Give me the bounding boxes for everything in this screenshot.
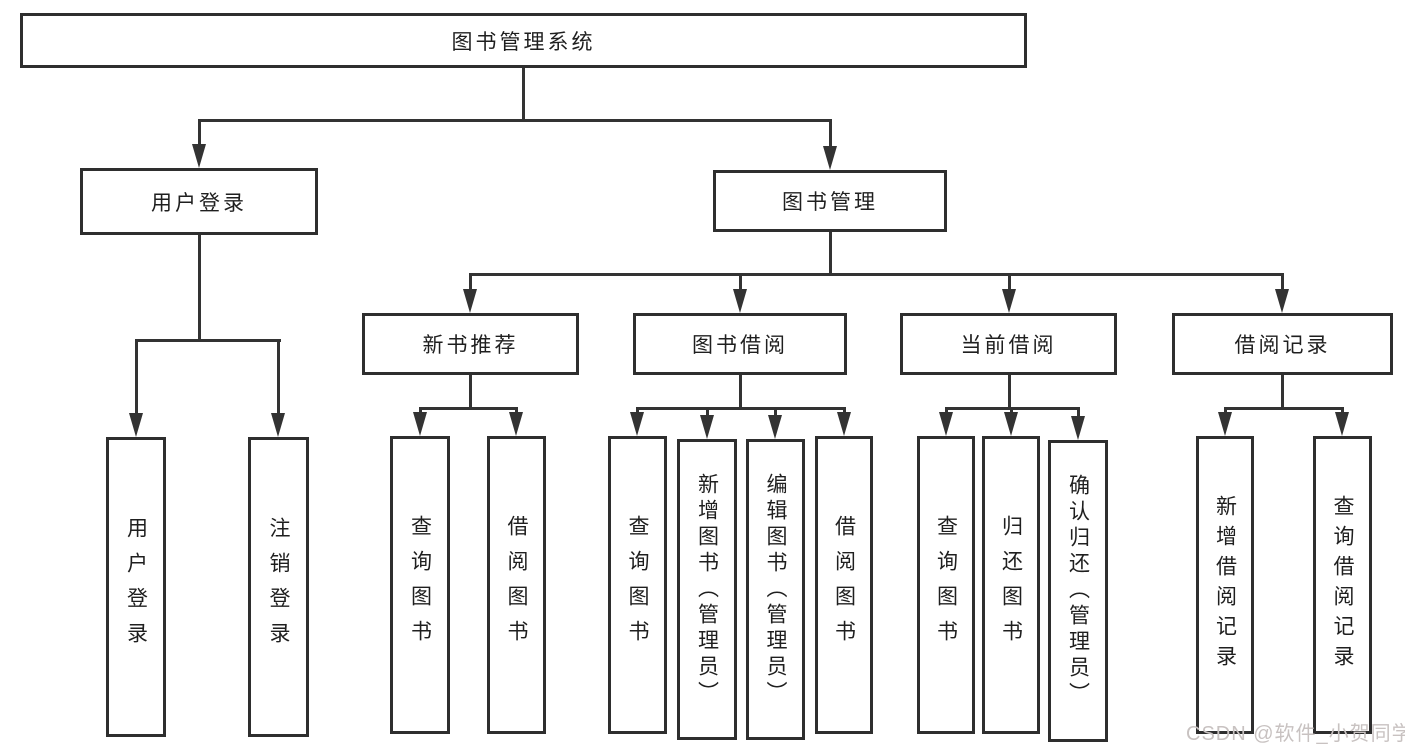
node-label: 查询借阅记录 xyxy=(1331,495,1354,675)
connector-line xyxy=(1224,407,1227,415)
connector-line xyxy=(843,407,846,415)
node-label: 图书管理 xyxy=(782,191,878,214)
connector-line xyxy=(1010,407,1013,415)
connector-line xyxy=(419,407,518,410)
connector-line xyxy=(198,119,832,122)
node-label: 新书推荐 xyxy=(422,334,519,357)
node-borrow-books-leaf: 借阅图书 xyxy=(815,436,873,734)
node-label: 图书管理系统 xyxy=(451,30,596,54)
node-label: 查询图书 xyxy=(626,515,649,655)
connector-arrowhead xyxy=(1002,289,1016,313)
node-label: 归还图书 xyxy=(999,515,1023,655)
connector-line xyxy=(515,407,518,415)
node-current-borrowing: 当前借阅 xyxy=(900,313,1117,375)
connector-line xyxy=(522,68,525,119)
node-edit-books-admin: 编辑图书（管理员） xyxy=(746,439,805,740)
connector-arrowhead xyxy=(733,289,747,313)
node-new-book-recommendation: 新书推荐 xyxy=(362,313,579,375)
node-label: 新增借阅记录 xyxy=(1213,495,1237,675)
connector-line xyxy=(1281,375,1284,407)
node-borrow-books-recommend: 借阅图书 xyxy=(487,436,546,734)
connector-line xyxy=(469,273,1284,276)
node-label: 编辑图书（管理员） xyxy=(764,472,787,707)
connector-line xyxy=(1281,273,1284,292)
connector-line xyxy=(945,407,948,415)
node-label: 图书借阅 xyxy=(692,334,788,357)
connector-arrowhead xyxy=(1004,412,1018,436)
connector-line xyxy=(636,407,846,410)
node-label: 新增图书（管理员） xyxy=(695,472,719,707)
connector-line xyxy=(706,407,709,418)
node-add-borrow-record: 新增借阅记录 xyxy=(1196,436,1254,734)
node-label: 用户登录 xyxy=(124,517,148,657)
connector-arrowhead xyxy=(939,412,953,436)
connector-line xyxy=(198,119,201,147)
connector-arrowhead xyxy=(413,412,427,436)
connector-line xyxy=(1224,407,1344,410)
node-user-login-leaf: 用户登录 xyxy=(106,437,166,737)
node-query-books-recommend: 查询图书 xyxy=(390,436,450,734)
connector-line xyxy=(135,339,138,416)
node-label: 查询图书 xyxy=(408,515,432,655)
node-label: 确认归还（管理员） xyxy=(1066,474,1090,708)
connector-line xyxy=(1008,273,1011,292)
connector-line xyxy=(829,119,832,149)
node-query-books-borrowing: 查询图书 xyxy=(608,436,667,734)
connector-arrowhead xyxy=(509,412,523,436)
node-library-management-system: 图书管理系统 xyxy=(20,13,1027,68)
connector-line xyxy=(419,407,422,415)
node-label: 注销登录 xyxy=(267,517,290,657)
connector-line xyxy=(739,375,742,407)
connector-line xyxy=(774,407,777,418)
node-borrowing-records: 借阅记录 xyxy=(1172,313,1393,375)
connector-line xyxy=(135,339,281,342)
connector-arrowhead xyxy=(768,415,782,439)
connector-line xyxy=(739,273,742,292)
node-query-books-current: 查询图书 xyxy=(917,436,975,734)
node-label: 借阅记录 xyxy=(1234,334,1331,357)
connector-line xyxy=(636,407,639,415)
node-query-borrow-record: 查询借阅记录 xyxy=(1313,436,1372,734)
connector-line xyxy=(1341,407,1344,415)
node-return-books: 归还图书 xyxy=(982,436,1040,734)
connector-line xyxy=(469,375,472,407)
connector-arrowhead xyxy=(837,412,851,436)
connector-arrowhead xyxy=(192,144,206,168)
connector-arrowhead xyxy=(630,412,644,436)
node-label: 借阅图书 xyxy=(505,515,528,655)
node-label: 当前借阅 xyxy=(960,334,1057,357)
node-label: 用户登录 xyxy=(151,191,247,215)
node-confirm-return-admin: 确认归还（管理员） xyxy=(1048,440,1108,742)
connector-line xyxy=(469,273,472,292)
node-label: 查询图书 xyxy=(934,515,958,655)
connector-arrowhead xyxy=(129,413,143,437)
connector-line xyxy=(1008,375,1011,407)
node-book-borrowing: 图书借阅 xyxy=(633,313,847,375)
connector-line xyxy=(1077,407,1080,419)
csdn-watermark: CSDN @软件_小贺同学 xyxy=(1186,723,1405,745)
node-label: 借阅图书 xyxy=(832,515,856,655)
connector-arrowhead xyxy=(1071,416,1085,440)
connector-line xyxy=(198,235,201,339)
connector-arrowhead xyxy=(700,415,714,439)
connector-arrowhead xyxy=(271,413,285,437)
connector-arrowhead xyxy=(1275,289,1289,313)
connector-arrowhead xyxy=(1335,412,1349,436)
node-book-management: 图书管理 xyxy=(713,170,947,232)
connector-line xyxy=(829,232,832,273)
node-logout: 注销登录 xyxy=(248,437,309,737)
connector-arrowhead xyxy=(463,289,477,313)
node-user-login: 用户登录 xyxy=(80,168,318,235)
connector-line xyxy=(277,339,280,416)
connector-arrowhead xyxy=(1218,412,1232,436)
node-add-books-admin: 新增图书（管理员） xyxy=(677,439,737,740)
connector-arrowhead xyxy=(823,146,837,170)
